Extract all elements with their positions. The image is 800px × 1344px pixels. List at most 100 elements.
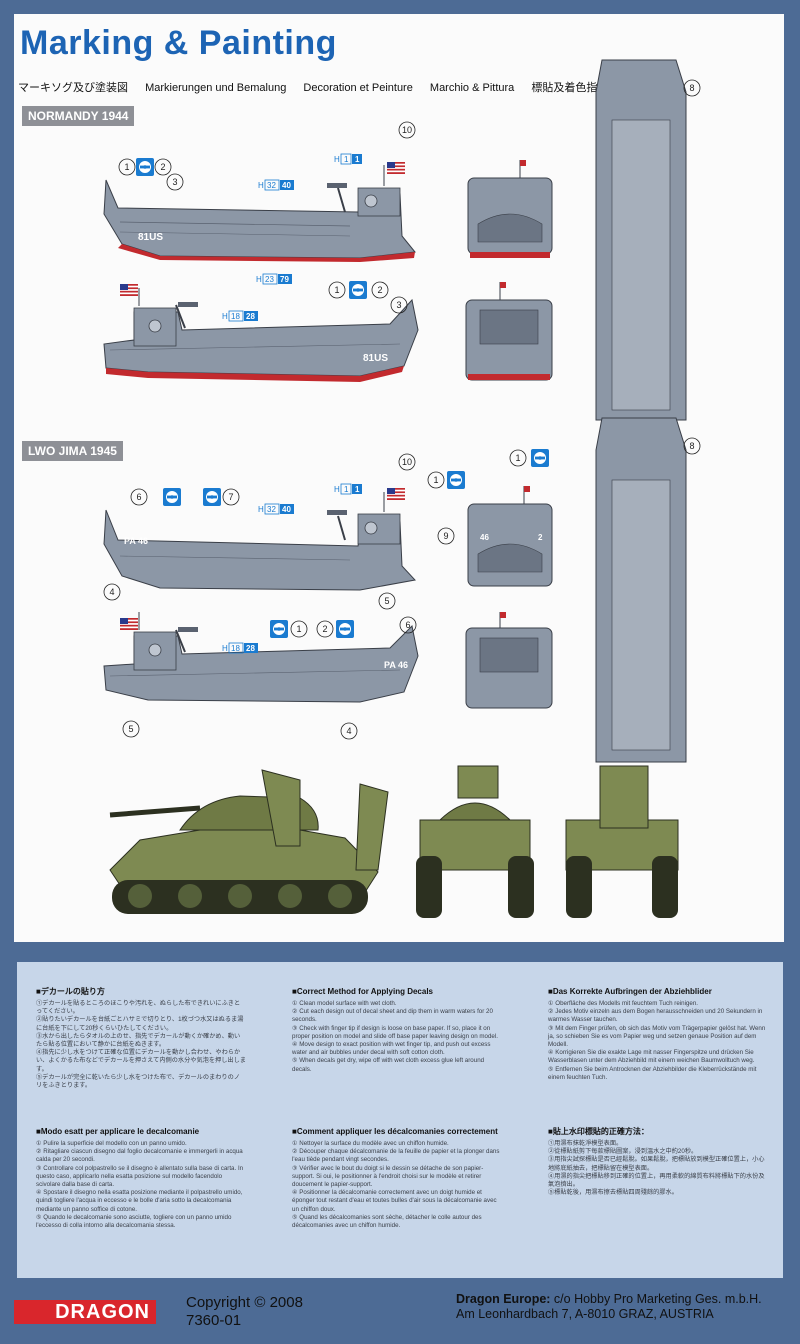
callout-2-label: 2 [322, 624, 327, 634]
paint-code-h18: H 18 28 [222, 310, 258, 322]
dealer-line-2: Am Leonhardbach 7, A-8010 GRAZ, AUSTRIA [456, 1307, 714, 1321]
dragon-logo: DRAGON [14, 1300, 156, 1324]
instructions-french: ■Comment appliquer les décalcomanies cor… [292, 1127, 502, 1230]
us-flag-icon [387, 488, 405, 500]
section-tag-iwo-jima: LWO JIMA 1945 [22, 441, 123, 461]
instruction-step: ③ Check with finger tip if design is loo… [292, 1024, 498, 1040]
paint-code-h23: H 23 79 [256, 273, 292, 285]
instruction-step: ④ Move design to exact position with wet… [292, 1041, 491, 1057]
star-insignia-icon [270, 620, 288, 638]
instruction-step: ② Cut each design out of decal sheet and… [292, 1008, 493, 1024]
paint-code-h1: H 1 1 [334, 153, 362, 165]
svg-text:28: 28 [246, 312, 255, 321]
svg-text:79: 79 [280, 275, 289, 284]
callout-9 [437, 527, 455, 545]
instruction-step: ④用濕的指尖把標貼移到正確的位置上，再用柔軟的綿質布料將標貼下的水份及氣泡擠出。 [548, 1172, 765, 1189]
instructions-japanese: ■デカールの貼り方 ①デカールを貼るところのほこりや汚れを、ぬらした布できれいに… [36, 987, 246, 1090]
svg-text:H: H [258, 181, 264, 190]
paint-code-h32-iwo: H 32 40 [258, 503, 294, 515]
callout-4 [340, 722, 358, 740]
callout-10-label: 10 [402, 125, 412, 135]
instructions-english: ■Correct Method for Applying Decals ① Cl… [292, 987, 502, 1074]
subtitle-japanese: マーキソグ及び塗装図 [18, 82, 128, 94]
us-flag-icon [120, 618, 138, 630]
instruction-step: ⑤ Quand les décalcomanies sont sèche, dé… [292, 1213, 482, 1230]
landing-craft-iwo-jima-stern-view: 46 2 [467, 486, 553, 587]
svg-text:1: 1 [355, 155, 360, 164]
instruction-step: ①デカールを貼るところのほこりや汚れを、ぬらした布できれいにふきとってください。 [36, 1000, 241, 1016]
landing-craft-normandy-bow-view [465, 282, 553, 381]
svg-text:H: H [222, 312, 228, 321]
svg-text:40: 40 [282, 181, 291, 190]
star-insignia-icon [163, 488, 181, 506]
callout-8 [683, 437, 701, 455]
instruction-step: ① Nettoyer la surface du modèle avec un … [292, 1140, 449, 1147]
paint-code-h32: H 32 40 [258, 179, 294, 191]
callout-5-label: 5 [384, 596, 389, 606]
svg-text:H: H [258, 505, 264, 514]
callout-5-label: 5 [128, 724, 133, 734]
paint-code-h18-iwo: H 18 28 [222, 642, 258, 654]
callout-2-label: 2 [377, 285, 382, 295]
callout-2 [154, 158, 172, 176]
star-insignia-icon [336, 620, 354, 638]
svg-text:28: 28 [246, 644, 255, 653]
callout-2-label: 2 [160, 162, 165, 172]
instructions-french-heading: ■Comment appliquer les décalcomanies cor… [292, 1127, 498, 1136]
callout-6 [399, 616, 417, 634]
callout-9-label: 9 [443, 531, 448, 541]
instructions-italian: ■Modo esatt per applicare le decalcomani… [36, 1127, 246, 1230]
svg-text:18: 18 [231, 312, 240, 321]
callout-8 [683, 79, 701, 97]
callout-4 [103, 583, 121, 601]
callout-1 [328, 281, 346, 299]
landing-craft-top-view-iwo-jima [595, 417, 687, 763]
instruction-step: ③水から出したらタオルの上のせ、指先でデカールが動くか確かめ、動いたら貼る位置に… [36, 1032, 241, 1049]
landing-craft-iwo-jima-bow-view [465, 612, 553, 709]
subtitle-french: Decoration et Peinture [303, 82, 413, 94]
instruction-step: ③用指尖試探標貼是否已經鬆脫。如果鬆脫，把標貼放到模型正確位置上，小心地將底紙抽… [548, 1156, 765, 1172]
instruction-step: ③ Controllare col polpastrello se il dis… [36, 1164, 244, 1189]
star-insignia-icon [203, 488, 221, 506]
callout-3-label: 3 [172, 177, 177, 187]
instruction-step: ④指先に少し水をつけて正確な位置にデカールを動かし合わせ、やわらかい、よくかるた… [36, 1049, 246, 1073]
instructions-german: ■Das Korrekte Aufbringen der Abziehblide… [548, 987, 768, 1082]
bow-number-iwo: 46 [480, 533, 489, 542]
svg-text:H: H [334, 485, 340, 494]
callout-2 [316, 620, 334, 638]
landing-craft-normandy-stern-view [467, 160, 553, 258]
subtitle-translations: マーキソグ及び塗装図 Markierungen und Bemalung Dec… [18, 79, 622, 95]
instruction-step: ④ Korrigieren Sie die exakte Lage mit na… [548, 1049, 755, 1065]
callout-3 [166, 173, 184, 191]
callout-1-label: 1 [334, 285, 339, 295]
subtitle-italian: Marchio & Pittura [429, 82, 515, 94]
instruction-step: ① Oberfläche des Modells mit feuchtem Tu… [548, 1000, 698, 1007]
callout-1-label: 1 [296, 624, 301, 634]
page-title: Marking & Painting [20, 24, 337, 62]
callout-10 [398, 121, 416, 139]
svg-text:18: 18 [231, 644, 240, 653]
landing-craft-iwo-jima-side-2: PA 46 [103, 612, 419, 703]
callout-6-label: 6 [405, 620, 410, 630]
star-insignia-icon [136, 158, 154, 176]
paint-code-h1-iwo: H 1 1 [334, 483, 362, 495]
svg-text:40: 40 [282, 505, 291, 514]
hull-number-normandy-1: 81US [138, 232, 163, 243]
svg-text:23: 23 [265, 275, 274, 284]
instruction-step: ③ Mit dem Finger prüfen, ob sich das Mot… [548, 1024, 766, 1049]
callout-10 [398, 453, 416, 471]
instruction-step: ④ Spostare il disegno nella esatta posiz… [36, 1189, 243, 1213]
svg-text:1: 1 [344, 485, 349, 494]
drawings-canvas: 81US 81US [103, 59, 701, 918]
instruction-step: ⑤ When decals get dry, wipe off with wet… [292, 1057, 485, 1073]
instruction-step: ⑤デカールが完全に乾いたら少し水をつけた布で、デカールのまわりのノリをふきとりま… [36, 1073, 240, 1090]
callout-4-label: 4 [346, 726, 351, 736]
instructions-english-heading: ■Correct Method for Applying Decals [292, 987, 433, 996]
callout-1-label: 1 [515, 453, 520, 463]
landing-craft-normandy-side-2: 81US [103, 284, 419, 382]
instruction-step: ③ Vérifier avec le bout du doigt si le d… [292, 1164, 484, 1189]
instructions-chinese: ■貼上水印標貼的正確方法： ①用濕布抹乾淨模型表面。 ②從標貼紙剪下每款標貼圖案… [548, 1127, 768, 1197]
sherman-tank-side-view [109, 769, 389, 914]
dealer-address: Dragon Europe: c/o Hobby Pro Marketing G… [456, 1292, 791, 1322]
callout-4-label: 4 [109, 587, 114, 597]
